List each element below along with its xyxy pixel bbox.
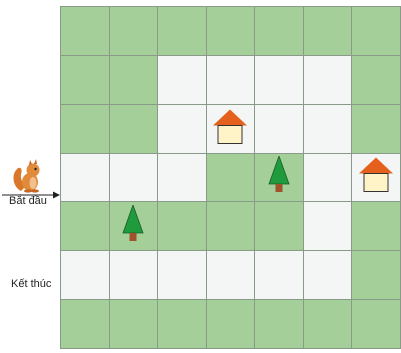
tile-grass[interactable] [352, 7, 401, 56]
house-icon [211, 107, 249, 150]
tile-grass[interactable] [61, 300, 110, 349]
tile-grass[interactable] [304, 300, 353, 349]
tile-path[interactable] [304, 154, 353, 203]
tile-grass[interactable] [61, 56, 110, 105]
tile-path[interactable] [304, 105, 353, 154]
start-label: Bắt đầu [9, 195, 47, 207]
tile-path[interactable] [158, 105, 207, 154]
end-label: Kết thúc [11, 278, 51, 290]
tile-grass[interactable] [207, 154, 256, 203]
tile-path[interactable] [207, 251, 256, 300]
tile-grass[interactable] [255, 202, 304, 251]
tile-path[interactable] [207, 56, 256, 105]
tile-grass[interactable] [61, 202, 110, 251]
tile-grass[interactable] [61, 7, 110, 56]
tile-grass[interactable] [352, 56, 401, 105]
tile-tree[interactable] [110, 202, 159, 251]
tile-grass[interactable] [352, 300, 401, 349]
tile-path[interactable] [255, 56, 304, 105]
tile-house[interactable] [207, 105, 256, 154]
tile-path[interactable] [61, 154, 110, 203]
tile-grass[interactable] [352, 202, 401, 251]
tile-grass[interactable] [207, 300, 256, 349]
tile-house[interactable] [352, 154, 401, 203]
tile-path[interactable] [110, 251, 159, 300]
tile-grass[interactable] [207, 7, 256, 56]
tile-path[interactable] [110, 154, 159, 203]
tile-path[interactable] [304, 56, 353, 105]
tile-grass[interactable] [207, 202, 256, 251]
tile-grass[interactable] [352, 251, 401, 300]
tile-grass[interactable] [110, 56, 159, 105]
tile-grass[interactable] [352, 105, 401, 154]
tile-path[interactable] [158, 56, 207, 105]
tile-grass[interactable] [110, 105, 159, 154]
tile-tree[interactable] [255, 154, 304, 203]
tile-grass[interactable] [255, 7, 304, 56]
tile-grass[interactable] [158, 300, 207, 349]
tile-path[interactable] [255, 105, 304, 154]
tile-grass[interactable] [158, 202, 207, 251]
tile-path[interactable] [304, 251, 353, 300]
tree-icon [268, 156, 290, 198]
game-board [60, 6, 401, 349]
tile-grass[interactable] [158, 7, 207, 56]
tree-icon [122, 205, 144, 247]
house-icon [357, 156, 395, 199]
tile-grass[interactable] [255, 300, 304, 349]
tile-path[interactable] [158, 251, 207, 300]
tile-grass[interactable] [110, 300, 159, 349]
tile-path[interactable] [304, 202, 353, 251]
tile-grass[interactable] [304, 7, 353, 56]
tile-grass[interactable] [61, 105, 110, 154]
tile-grass[interactable] [110, 7, 159, 56]
tile-path[interactable] [61, 251, 110, 300]
tile-path[interactable] [158, 154, 207, 203]
tile-path[interactable] [255, 251, 304, 300]
